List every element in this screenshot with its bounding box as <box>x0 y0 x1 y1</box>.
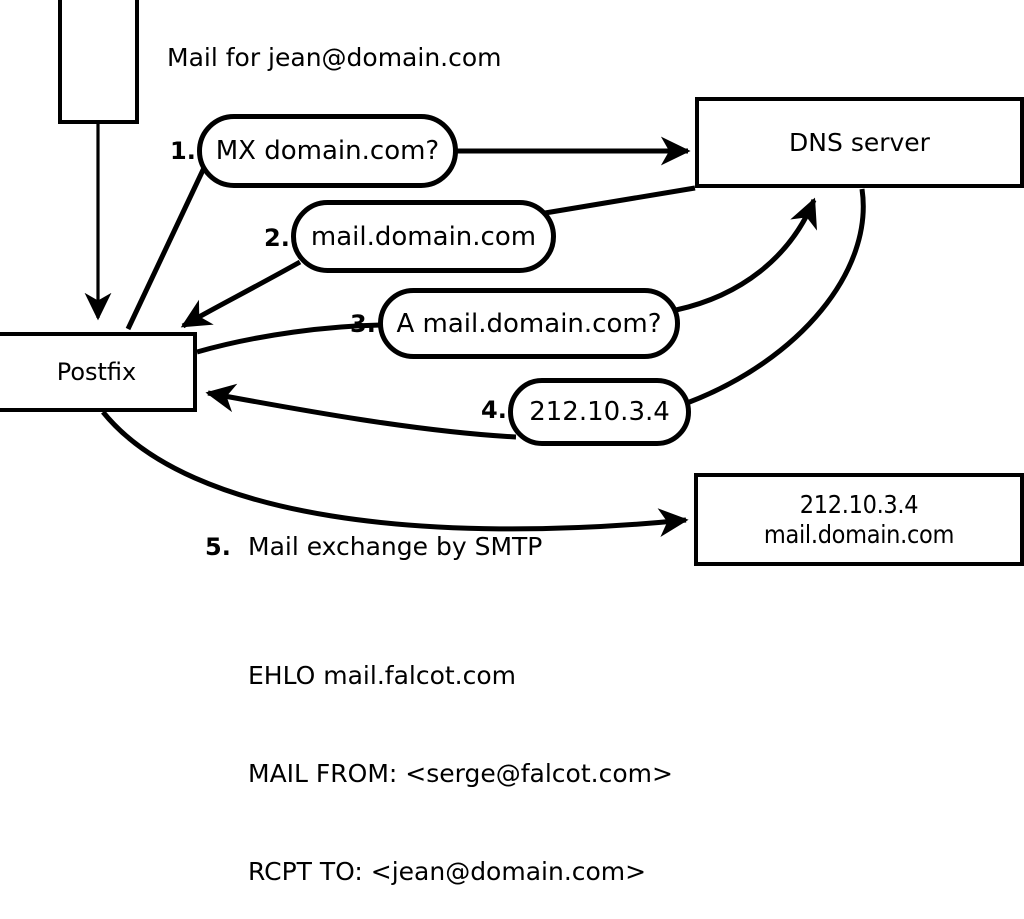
step-4-bubble-label: 212.10.3.4 <box>529 397 670 427</box>
edge-step4-bubble-to-postfix <box>205 383 517 440</box>
transcript-line: EHLO mail.falcot.com <box>248 661 517 691</box>
transcript-line: RCPT TO: <jean@domain.com> <box>248 856 647 886</box>
step-3-bubble-label: A mail.domain.com? <box>396 308 662 339</box>
postfix-box[interactable]: Postfix <box>0 332 197 412</box>
remote-mail-server-box[interactable]: 212.10.3.4 mail.domain.com <box>694 473 1024 566</box>
remote-mail-server-ip: 212.10.3.4 <box>799 490 919 519</box>
step-5-label: Mail exchange by SMTP <box>248 532 543 561</box>
step-4-number: 4. <box>481 396 507 424</box>
dns-server-box[interactable]: DNS server <box>695 97 1024 188</box>
edge-step3-bubble-to-dns <box>675 197 817 313</box>
edge-step1-postfix-to-bubble <box>125 151 214 331</box>
step-3-number: 3. <box>350 310 376 338</box>
step-3-bubble[interactable]: A mail.domain.com? <box>378 288 680 359</box>
mail-source-box[interactable] <box>58 0 139 124</box>
edge-step5-postfix-to-remote <box>101 410 689 538</box>
step-1-bubble[interactable]: MX domain.com? <box>197 114 458 188</box>
caption-mail-for: Mail for jean@domain.com <box>167 43 502 72</box>
step-1-number: 1. <box>170 137 196 165</box>
transcript-line: MAIL FROM: <serge@falcot.com> <box>248 758 673 788</box>
edge-step2-bubble-to-postfix <box>180 259 302 329</box>
edge-step4-dns-to-bubble <box>686 188 866 406</box>
edge-step3-postfix-to-bubble <box>196 322 382 355</box>
step-2-number: 2. <box>264 224 290 252</box>
remote-mail-server-host: mail.domain.com <box>763 519 955 549</box>
step-1-bubble-label: MX domain.com? <box>215 136 440 166</box>
step-4-bubble[interactable]: 212.10.3.4 <box>508 378 691 446</box>
edge-step2-dns-to-bubble <box>544 185 696 216</box>
step-2-bubble-label: mail.domain.com <box>310 221 537 252</box>
dns-server-label: DNS server <box>789 127 930 157</box>
smtp-transcript: EHLO mail.falcot.com MAIL FROM: <serge@f… <box>248 595 673 919</box>
postfix-label: Postfix <box>56 357 137 386</box>
step-2-bubble[interactable]: mail.domain.com <box>291 200 556 273</box>
step-5-number: 5. <box>205 533 231 561</box>
